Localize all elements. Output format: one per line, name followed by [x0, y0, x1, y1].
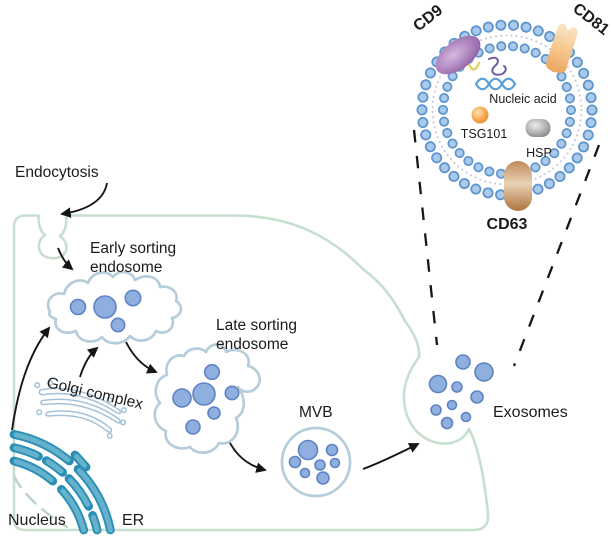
cd9-label: CD9	[410, 2, 446, 35]
exosome-vesicle	[474, 362, 494, 382]
vesicle	[224, 385, 240, 401]
er-label: ER	[122, 512, 144, 529]
exosome-vesicle	[428, 374, 448, 394]
golgi-complex	[34, 379, 127, 439]
vesicle	[192, 382, 216, 406]
mvb-label: MVB	[299, 404, 333, 421]
nucleus-label: Nucleus	[8, 512, 66, 529]
cd63-protein	[504, 161, 532, 211]
exosome-vesicle	[440, 416, 454, 430]
arrow-mvb-to-release-site	[362, 443, 420, 470]
hsp-protein	[525, 119, 551, 137]
cd63-label: CD63	[487, 216, 528, 233]
exosome-vesicle	[446, 399, 458, 411]
dna-strand-blue-2	[474, 77, 517, 91]
late-sorting-endosome	[153, 343, 261, 454]
exosomes-label: Exosomes	[493, 404, 568, 421]
early-sorting-endosome	[46, 270, 183, 345]
arrow-early-to-late-endosome	[125, 341, 158, 374]
tsg101-label: TSG101	[461, 127, 508, 141]
exosome-vesicle	[470, 390, 484, 404]
endocytosis-label: Endocytosis	[15, 164, 99, 181]
membrane-mid-dots	[431, 34, 583, 186]
vesicle	[314, 459, 326, 471]
cd9-protein	[435, 35, 481, 75]
vesicle	[172, 388, 192, 408]
vesicle	[297, 439, 319, 461]
zoom-cone-left	[412, 129, 439, 346]
vesicle	[110, 317, 126, 333]
vesicle	[325, 443, 339, 457]
hsp-label: HSP	[526, 146, 552, 160]
vesicle	[329, 457, 341, 469]
early-endosome-label-line1: Early sorting	[90, 240, 176, 257]
nucleic-acid-strands	[459, 56, 517, 91]
vesicle	[185, 419, 201, 435]
exosome-vesicle	[455, 354, 471, 370]
rna-strand-purple	[488, 56, 507, 76]
vesicle	[93, 295, 117, 319]
cd81-protein	[546, 23, 578, 73]
membrane-inner-beads	[438, 41, 576, 179]
nucleus-er-membranes	[9, 430, 115, 535]
tsg101-protein	[471, 106, 489, 124]
exosome-vesicle	[430, 404, 442, 416]
dna-strand-blue-1	[474, 77, 517, 91]
mvb-multivesicular-body	[280, 426, 352, 498]
exosome-vesicle	[460, 411, 472, 423]
vesicle	[124, 289, 142, 307]
arrow-endocytosis-to-pit	[60, 182, 108, 218]
membrane-outer-beads	[416, 19, 598, 201]
vesicle	[207, 406, 221, 420]
zoom-cone-dashed-lines	[412, 129, 601, 367]
late-endosome-label-line2: endosome	[216, 336, 288, 353]
vesicle	[69, 298, 87, 316]
late-endosome-label-line1: Late sorting	[216, 317, 297, 334]
arrow-nucleus-to-early-endosome	[11, 326, 51, 431]
exosome-detail	[416, 19, 598, 211]
nucleic-acid-label: Nucleic acid	[489, 92, 556, 106]
nuclear-envelope-dashed	[12, 474, 69, 529]
pathway-arrows	[11, 182, 420, 473]
released-exosomes	[428, 354, 494, 430]
arrow-pit-to-early-endosome	[57, 247, 74, 271]
exosome-vesicle	[451, 381, 463, 393]
arrow-late-endosome-to-mvb	[228, 440, 267, 473]
vesicle	[288, 455, 302, 469]
vesicle	[203, 363, 221, 381]
vesicle	[299, 467, 311, 479]
arrow-golgi-to-early-endosome	[79, 346, 99, 378]
vesicle	[316, 471, 330, 485]
early-endosome-label-line2: endosome	[90, 259, 162, 276]
cell-membrane	[12, 214, 490, 532]
